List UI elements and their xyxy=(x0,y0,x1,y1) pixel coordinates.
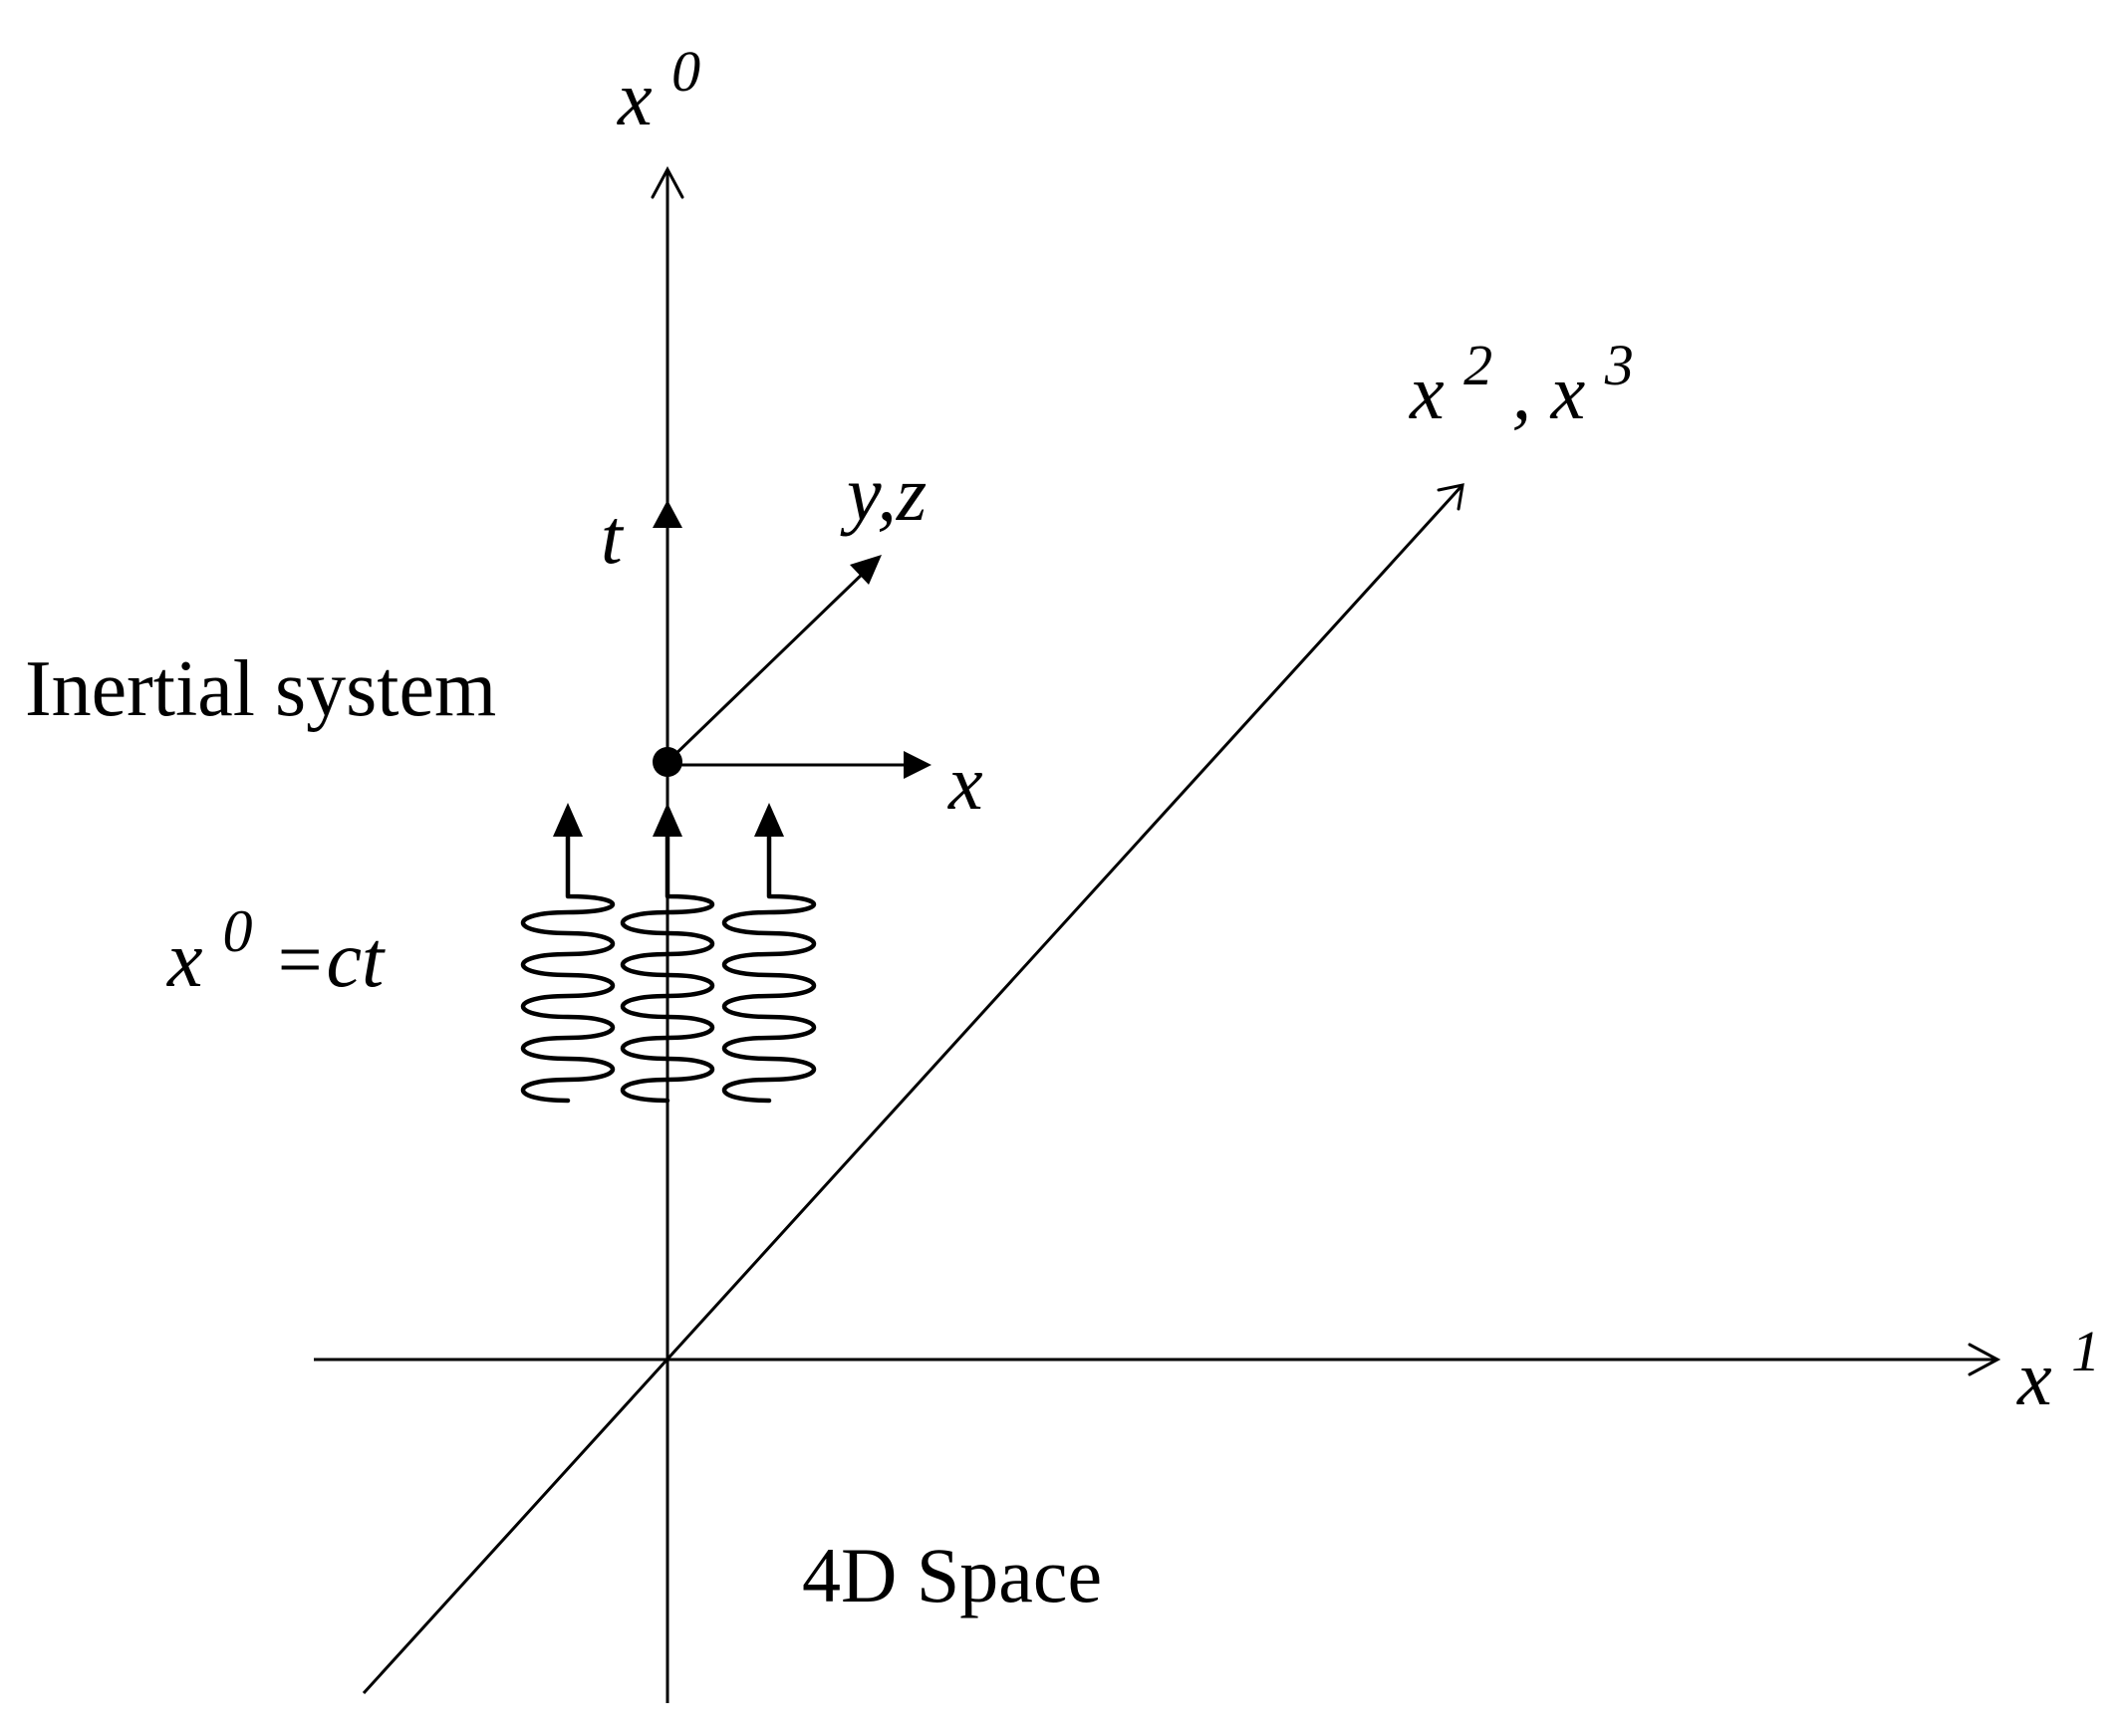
wave-right xyxy=(721,803,817,1104)
x23-axis-label-superscript-2: 3 xyxy=(1604,333,1634,397)
wave-arrowhead-center xyxy=(653,803,682,837)
time-relation-base: x xyxy=(166,916,203,1004)
x23-axis-label-base-1: x xyxy=(1409,349,1445,435)
x23-axis-line xyxy=(362,483,1464,1695)
local-yz-arrowhead xyxy=(850,555,882,585)
wave-center xyxy=(620,803,715,1104)
wave-left xyxy=(520,803,616,1104)
x1-axis-label: x 1 xyxy=(2016,1319,2100,1421)
x23-axis-label-base-2: x xyxy=(1550,349,1586,435)
x23-axis-label-comma: , xyxy=(1512,349,1532,435)
x1-axis-arrowhead xyxy=(1968,1343,2001,1376)
x1-axis-label-superscript: 1 xyxy=(2071,1319,2100,1383)
x23-axis-label-superscript-1: 2 xyxy=(1463,333,1492,397)
x0-axis-label: x 0 xyxy=(617,39,700,141)
wave-path-center xyxy=(620,834,715,1104)
x0-axis-label-base: x xyxy=(617,55,653,141)
local-yz-axis-line xyxy=(665,568,869,764)
wave-path-right xyxy=(721,834,817,1104)
x23-axis-label: x 2 , x 3 xyxy=(1409,315,1634,435)
time-relation-superscript: 0 xyxy=(223,898,253,964)
x0-axis-label-superscript: 0 xyxy=(671,39,700,104)
local-t-label: t xyxy=(601,493,625,580)
x23-axis-arrowhead xyxy=(1437,483,1464,511)
time-relation-rhs: =ct xyxy=(273,916,386,1004)
inertial-system-label: Inertial system xyxy=(25,645,496,733)
x0-axis-arrowhead xyxy=(651,165,684,199)
time-relation-label: x 0 =ct xyxy=(166,881,386,1004)
local-yz-label: y,z xyxy=(840,450,927,537)
local-x-label: x xyxy=(947,739,983,826)
labels: x 0 x 2 , x 3 x 1 t y,z x Inertial syste… xyxy=(25,39,2100,1618)
t-arrowhead xyxy=(653,500,682,528)
x1-axis-label-base: x xyxy=(2016,1335,2052,1421)
wave-arrowhead-left xyxy=(553,803,583,837)
space-caption: 4D Space xyxy=(802,1532,1102,1618)
wave-arrowhead-right xyxy=(754,803,784,837)
global-axes xyxy=(314,165,2001,1703)
wave-path-left xyxy=(520,834,616,1104)
inertial-frame xyxy=(653,500,931,779)
time-waves xyxy=(520,803,817,1104)
local-x-arrowhead xyxy=(904,751,931,779)
